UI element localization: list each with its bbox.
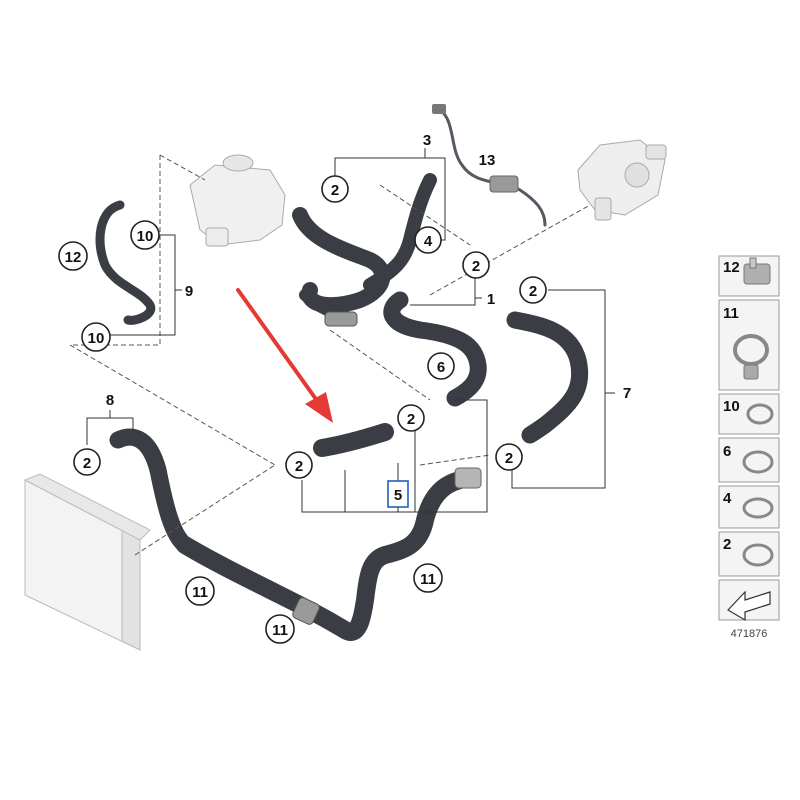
callout-2-left: 2 (73, 448, 101, 476)
callouts: 3 13 2 4 10 12 9 10 2 1 2 (58, 132, 631, 644)
svg-text:2: 2 (472, 258, 480, 275)
svg-text:10: 10 (723, 398, 740, 415)
callout-11-a: 11 (185, 576, 215, 606)
callout-13: 13 (479, 152, 496, 169)
callout-2-center-c: 2 (495, 443, 523, 471)
callout-1: 1 (487, 291, 495, 308)
svg-text:10: 10 (88, 330, 105, 347)
svg-text:6: 6 (437, 359, 445, 376)
svg-text:4: 4 (723, 490, 732, 507)
svg-text:5: 5 (394, 487, 402, 504)
svg-text:12: 12 (65, 249, 82, 266)
callout-2-center-b: 2 (285, 451, 313, 479)
hose-6 (383, 291, 487, 407)
svg-text:2: 2 (331, 182, 339, 199)
svg-text:6: 6 (723, 443, 731, 460)
reference-number: 471876 (731, 628, 768, 640)
direction-arrow-icon (718, 579, 780, 622)
svg-text:11: 11 (192, 584, 208, 601)
callout-9: 9 (185, 283, 193, 300)
svg-text:2: 2 (505, 450, 513, 467)
legend-item-12: 12 (718, 255, 780, 297)
legend-item-4: 4 (718, 485, 780, 529)
hose-group-3 (292, 173, 437, 327)
legend-item-6: 6 (718, 437, 780, 483)
callout-7: 7 (623, 385, 631, 402)
svg-text:4: 4 (424, 233, 433, 250)
hose-11-lower (176, 467, 482, 641)
hose-12 (95, 200, 156, 325)
hose-8 (109, 428, 194, 554)
red-arrow-icon (236, 288, 333, 423)
svg-text:2: 2 (407, 411, 415, 428)
svg-text:2: 2 (83, 455, 91, 472)
callout-4: 4 (414, 226, 442, 254)
legend-item-11: 11 (718, 299, 780, 391)
callout-10-a: 10 (130, 220, 160, 250)
svg-text:11: 11 (420, 571, 436, 588)
callout-2-top: 2 (321, 175, 349, 203)
callout-10-b: 10 (81, 322, 111, 352)
callout-8: 8 (106, 392, 114, 409)
sensor-wire (432, 104, 547, 227)
callout-3: 3 (423, 132, 431, 149)
callout-11-b: 11 (413, 563, 443, 593)
thermostat-housing (577, 139, 667, 221)
legend-item-2: 2 (718, 531, 780, 577)
callout-2-center-a: 2 (397, 404, 425, 432)
svg-text:11: 11 (723, 305, 739, 322)
hose-7 (506, 311, 589, 444)
svg-text:10: 10 (137, 228, 154, 245)
legend-item-10: 10 (718, 393, 780, 435)
callout-12: 12 (58, 241, 88, 271)
svg-text:2: 2 (529, 283, 537, 300)
callout-2-right: 2 (519, 276, 547, 304)
callout-2-mid-a: 2 (462, 251, 490, 279)
callout-6: 6 (427, 352, 455, 380)
callout-5-selected: 5 (387, 480, 409, 508)
svg-text:11: 11 (272, 622, 288, 639)
svg-text:2: 2 (295, 458, 303, 475)
svg-text:12: 12 (723, 259, 740, 276)
callout-11-c: 11 (265, 614, 295, 644)
legend: 12 11 10 6 4 (718, 255, 780, 640)
expansion-tank (189, 154, 286, 247)
hose-5-selected-part (313, 423, 394, 457)
dashed-connectors (69, 154, 591, 556)
svg-text:2: 2 (723, 536, 731, 553)
radiator (23, 473, 151, 651)
